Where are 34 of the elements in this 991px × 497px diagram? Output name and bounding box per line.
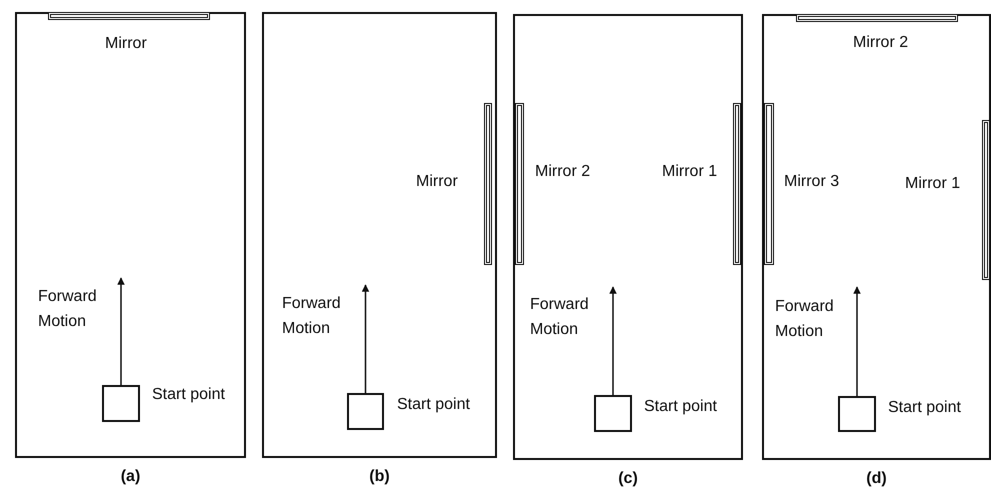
mirror-bar <box>515 103 524 265</box>
mirror-label: Mirror 1 <box>662 162 718 182</box>
start-point-label: Start point <box>888 398 961 418</box>
mirror-bar <box>982 120 990 280</box>
mirror-label: Mirror 3 <box>784 172 840 192</box>
mirror-bar <box>764 103 774 265</box>
panel-label: (a) <box>120 468 140 486</box>
mirror-label: Mirror <box>416 172 458 192</box>
start-point-label: Start point <box>152 385 225 405</box>
arrow <box>117 277 125 385</box>
mirror-label: Mirror <box>105 34 147 54</box>
mirror-bar <box>48 12 210 20</box>
mirror-bar <box>484 103 492 265</box>
arrow <box>609 286 617 395</box>
edge-label: Forward Motion <box>775 297 835 342</box>
robot-box <box>102 385 140 422</box>
robot-box <box>838 396 876 432</box>
start-point-label: Start point <box>644 397 717 417</box>
arrow <box>362 284 370 393</box>
edge-label: Forward Motion <box>282 294 342 339</box>
mirror-label: Mirror 1 <box>905 174 960 194</box>
edge-label: Forward Motion <box>38 287 98 332</box>
mirror-bar <box>796 14 958 22</box>
start-point-label: Start point <box>397 395 470 415</box>
mirror-label: Mirror 2 <box>535 162 590 182</box>
panel-label: (b) <box>369 468 390 486</box>
panel-label: (d) <box>866 470 887 488</box>
arrow <box>853 286 861 396</box>
robot-box <box>594 395 632 432</box>
panel-label: (c) <box>618 470 638 488</box>
mirror-label: Mirror 2 <box>853 33 908 53</box>
edge-label: Forward Motion <box>530 295 590 340</box>
robot-box <box>347 393 384 430</box>
mirror-bar <box>733 103 741 265</box>
